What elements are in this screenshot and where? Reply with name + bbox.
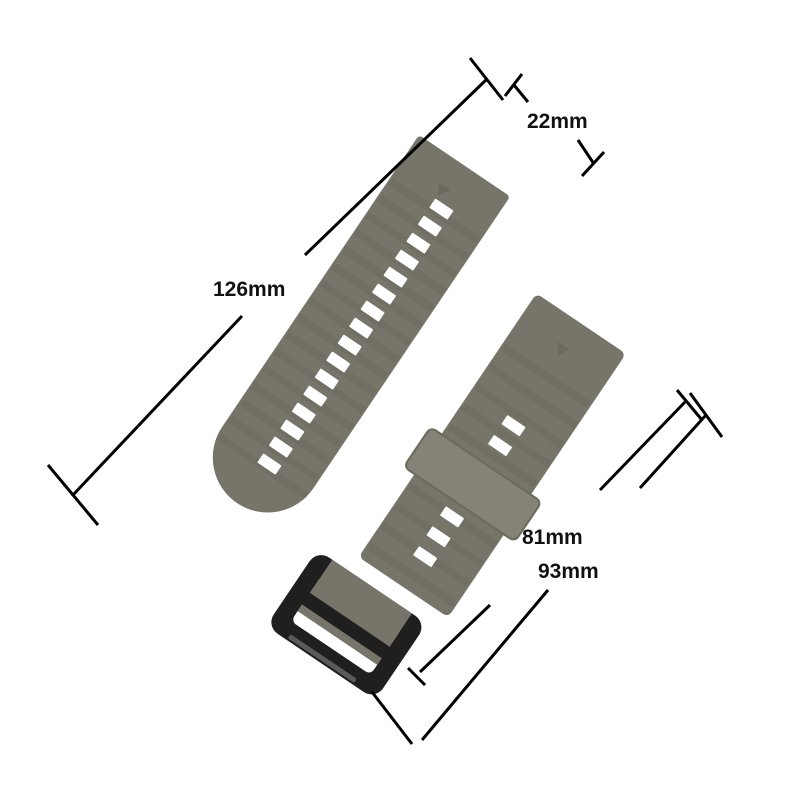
buckle-bar xyxy=(298,591,393,661)
short-strap-rib xyxy=(446,422,538,488)
long-strap-hole xyxy=(269,436,293,458)
long-strap-hole xyxy=(395,249,419,271)
long-strap-hole xyxy=(406,232,431,254)
buckle-strap-through xyxy=(297,559,412,665)
short-strap xyxy=(360,295,624,616)
short-strap-rib xyxy=(487,363,578,429)
long-strap-end xyxy=(374,136,509,263)
dimension-label-81mm: 81mm xyxy=(522,526,583,549)
long-strap-hole xyxy=(337,334,362,356)
short-strap-rib xyxy=(500,343,592,409)
long-strap-hole xyxy=(429,198,454,220)
long-strap-hole xyxy=(292,402,316,424)
buckle xyxy=(271,555,422,695)
long-strap-hole xyxy=(372,283,396,305)
long-strap-hole xyxy=(280,419,305,441)
long-strap-hole xyxy=(257,453,282,475)
dimension-label-22mm: 22mm xyxy=(527,110,588,133)
short-strap-rib xyxy=(366,542,458,608)
long-strap-hole xyxy=(349,317,373,339)
long-strap-hole xyxy=(326,351,351,373)
short-strap-hole xyxy=(440,506,464,528)
short-strap-triangle-marker xyxy=(557,341,570,356)
long-strap-holes xyxy=(257,198,454,475)
buckle-highlight xyxy=(288,634,357,683)
strap-keeper-loop xyxy=(405,428,541,541)
dimension-label-93mm: 93mm xyxy=(538,560,599,583)
short-strap-hole xyxy=(501,415,526,436)
short-strap-rib xyxy=(460,403,552,468)
dimension-label-126mm: 126mm xyxy=(213,278,285,301)
long-strap xyxy=(212,136,509,513)
dimension-22mm: 22mm xyxy=(503,73,606,178)
short-strap-hole xyxy=(426,526,451,548)
long-strap-hole xyxy=(303,385,328,407)
long-strap-triangle-marker xyxy=(438,182,451,197)
short-strap-holes xyxy=(413,415,526,567)
dimension-93mm: 93mm xyxy=(370,392,724,745)
long-strap-hole xyxy=(314,368,339,390)
short-strap-hole xyxy=(413,546,437,567)
dimension-81mm: 81mm xyxy=(406,389,704,687)
long-strap-hole xyxy=(383,266,408,288)
long-strap-hole xyxy=(418,215,442,237)
short-strap-rib xyxy=(473,383,565,448)
long-strap-hole xyxy=(360,300,385,322)
dimension-126mm: 126mm xyxy=(46,57,505,526)
short-strap-hole xyxy=(488,435,512,456)
